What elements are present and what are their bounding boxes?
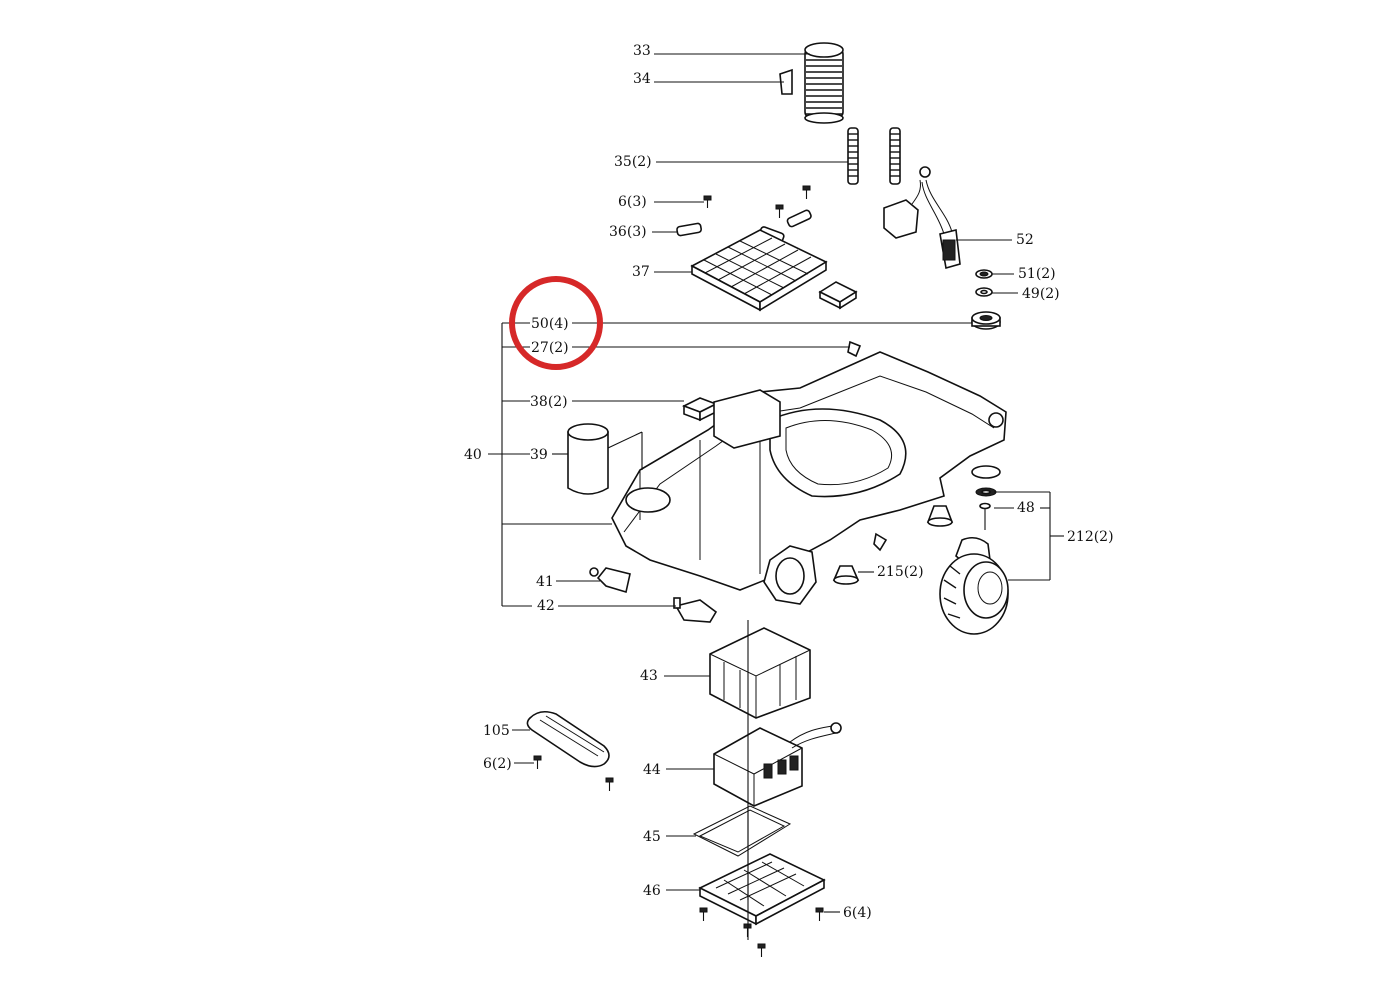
label-105: 105	[483, 723, 510, 739]
part-6-screws-left	[533, 755, 614, 791]
part-41-bracket	[589, 567, 631, 594]
part-small-block	[818, 281, 858, 310]
label-6-left: 6(2)	[483, 756, 512, 772]
label-37: 37	[632, 264, 650, 280]
part-42-latch	[673, 597, 718, 623]
part-212-wheel-motor	[939, 536, 1009, 635]
part-6-screws-top	[703, 185, 811, 218]
label-45: 45	[643, 829, 661, 845]
part-27-clip	[847, 340, 888, 552]
label-33: 33	[633, 43, 651, 59]
part-34-clip	[779, 68, 793, 95]
part-49-washer	[975, 287, 993, 297]
label-44: 44	[643, 762, 661, 778]
label-52: 52	[1016, 232, 1034, 248]
part-46-cover-plate	[698, 853, 826, 926]
part-labels: 33 34 35(2) 6(3) 36(3) 37 52 51(2) 49(2)…	[464, 43, 1114, 921]
label-215: 215(2)	[877, 564, 924, 580]
part-52-sensor-cable	[883, 166, 961, 270]
label-50: 50(4)	[531, 316, 569, 332]
label-35: 35(2)	[614, 154, 652, 170]
part-215-feet	[832, 505, 954, 585]
label-34: 34	[633, 71, 651, 87]
label-48: 48	[1017, 500, 1035, 516]
part-105-oval-gasket	[526, 710, 610, 768]
part-38-block	[682, 397, 718, 422]
label-41: 41	[536, 574, 554, 590]
part-48-bearing-stack	[971, 465, 1001, 530]
label-42: 42	[537, 598, 555, 614]
part-33-spring-cartridge	[804, 42, 844, 124]
part-44-control-box	[713, 722, 842, 807]
part-45-gasket	[692, 805, 792, 857]
label-49: 49(2)	[1022, 286, 1060, 302]
label-38: 38(2)	[530, 394, 568, 410]
part-37-grid-filter	[690, 229, 828, 312]
part-40-chassis	[611, 351, 1007, 605]
label-39: 39	[530, 447, 548, 463]
label-43: 43	[640, 668, 658, 684]
label-27: 27(2)	[531, 340, 569, 356]
leader-lines	[488, 53, 1064, 940]
part-51-washer	[975, 269, 993, 279]
label-51: 51(2)	[1018, 266, 1056, 282]
part-43-frame	[709, 627, 811, 719]
label-40: 40	[464, 447, 482, 463]
label-46: 46	[643, 883, 661, 899]
label-6-top: 6(3)	[618, 194, 647, 210]
part-35-springs	[847, 127, 901, 185]
label-36: 36(3)	[609, 224, 647, 240]
label-212: 212(2)	[1067, 529, 1114, 545]
part-39-sleeve	[567, 423, 609, 495]
part-50-bearing	[971, 311, 1001, 330]
highlight-circle	[509, 276, 603, 370]
label-6-bottom: 6(4)	[843, 905, 872, 921]
